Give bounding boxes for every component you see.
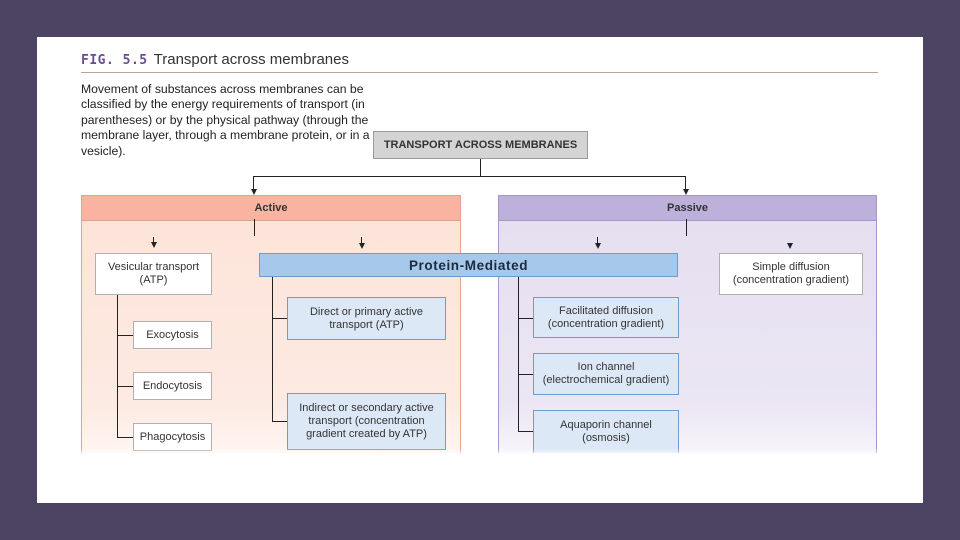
- connector-line: [361, 237, 362, 244]
- figure-label: FIG. 5.5: [81, 53, 148, 68]
- connector-line: [685, 176, 686, 189]
- title-divider: [81, 72, 878, 73]
- ion-channel-node: Ion channel (electrochemical gradient): [533, 353, 679, 395]
- secondary-active-transport-node: Indirect or secondary active transport (…: [287, 393, 446, 450]
- arrow-down-icon: [251, 189, 257, 195]
- connector-line: [254, 219, 255, 236]
- connector-line: [253, 176, 686, 177]
- active-header: Active: [82, 196, 460, 221]
- root-node: TRANSPORT ACROSS MEMBRANES: [373, 131, 588, 159]
- connector-line: [480, 159, 481, 176]
- arrow-down-icon: [359, 243, 365, 249]
- exocytosis-node: Exocytosis: [133, 321, 212, 349]
- arrow-down-icon: [151, 242, 157, 248]
- connector-line: [686, 219, 687, 236]
- endocytosis-node: Endocytosis: [133, 372, 212, 400]
- passive-header: Passive: [499, 196, 876, 221]
- connector-line: [597, 237, 598, 244]
- arrow-down-icon: [595, 243, 601, 249]
- connector-line: [272, 277, 273, 422]
- connector-line: [117, 335, 133, 336]
- aquaporin-channel-node: Aquaporin channel (osmosis): [533, 410, 679, 454]
- primary-active-transport-node: Direct or primary active transport (ATP): [287, 297, 446, 340]
- connector-line: [518, 374, 533, 375]
- connector-line: [117, 295, 118, 438]
- facilitated-diffusion-node: Facilitated diffusion (concentration gra…: [533, 297, 679, 338]
- arrow-down-icon: [683, 189, 689, 195]
- connector-line: [117, 386, 133, 387]
- simple-diffusion-node: Simple diffusion (concentration gradient…: [719, 253, 863, 295]
- bottom-cutoff: [81, 453, 878, 503]
- connector-line: [518, 431, 533, 432]
- vesicular-transport-node: Vesicular transport (ATP): [95, 253, 212, 295]
- connector-line: [153, 237, 154, 243]
- phagocytosis-node: Phagocytosis: [133, 423, 212, 451]
- figure-title: FIG. 5.5 Transport across membranes: [81, 51, 349, 68]
- connector-line: [117, 437, 133, 438]
- connector-line: [272, 421, 288, 422]
- connector-line: [518, 318, 533, 319]
- connector-line: [253, 176, 254, 189]
- connector-line: [518, 277, 519, 432]
- figure-caption: Movement of substances across membranes …: [81, 82, 370, 158]
- protein-mediated-bar: Protein-Mediated: [259, 253, 678, 277]
- figure-title-text: Transport across membranes: [153, 51, 349, 68]
- arrow-down-icon: [787, 243, 793, 249]
- connector-line: [272, 318, 288, 319]
